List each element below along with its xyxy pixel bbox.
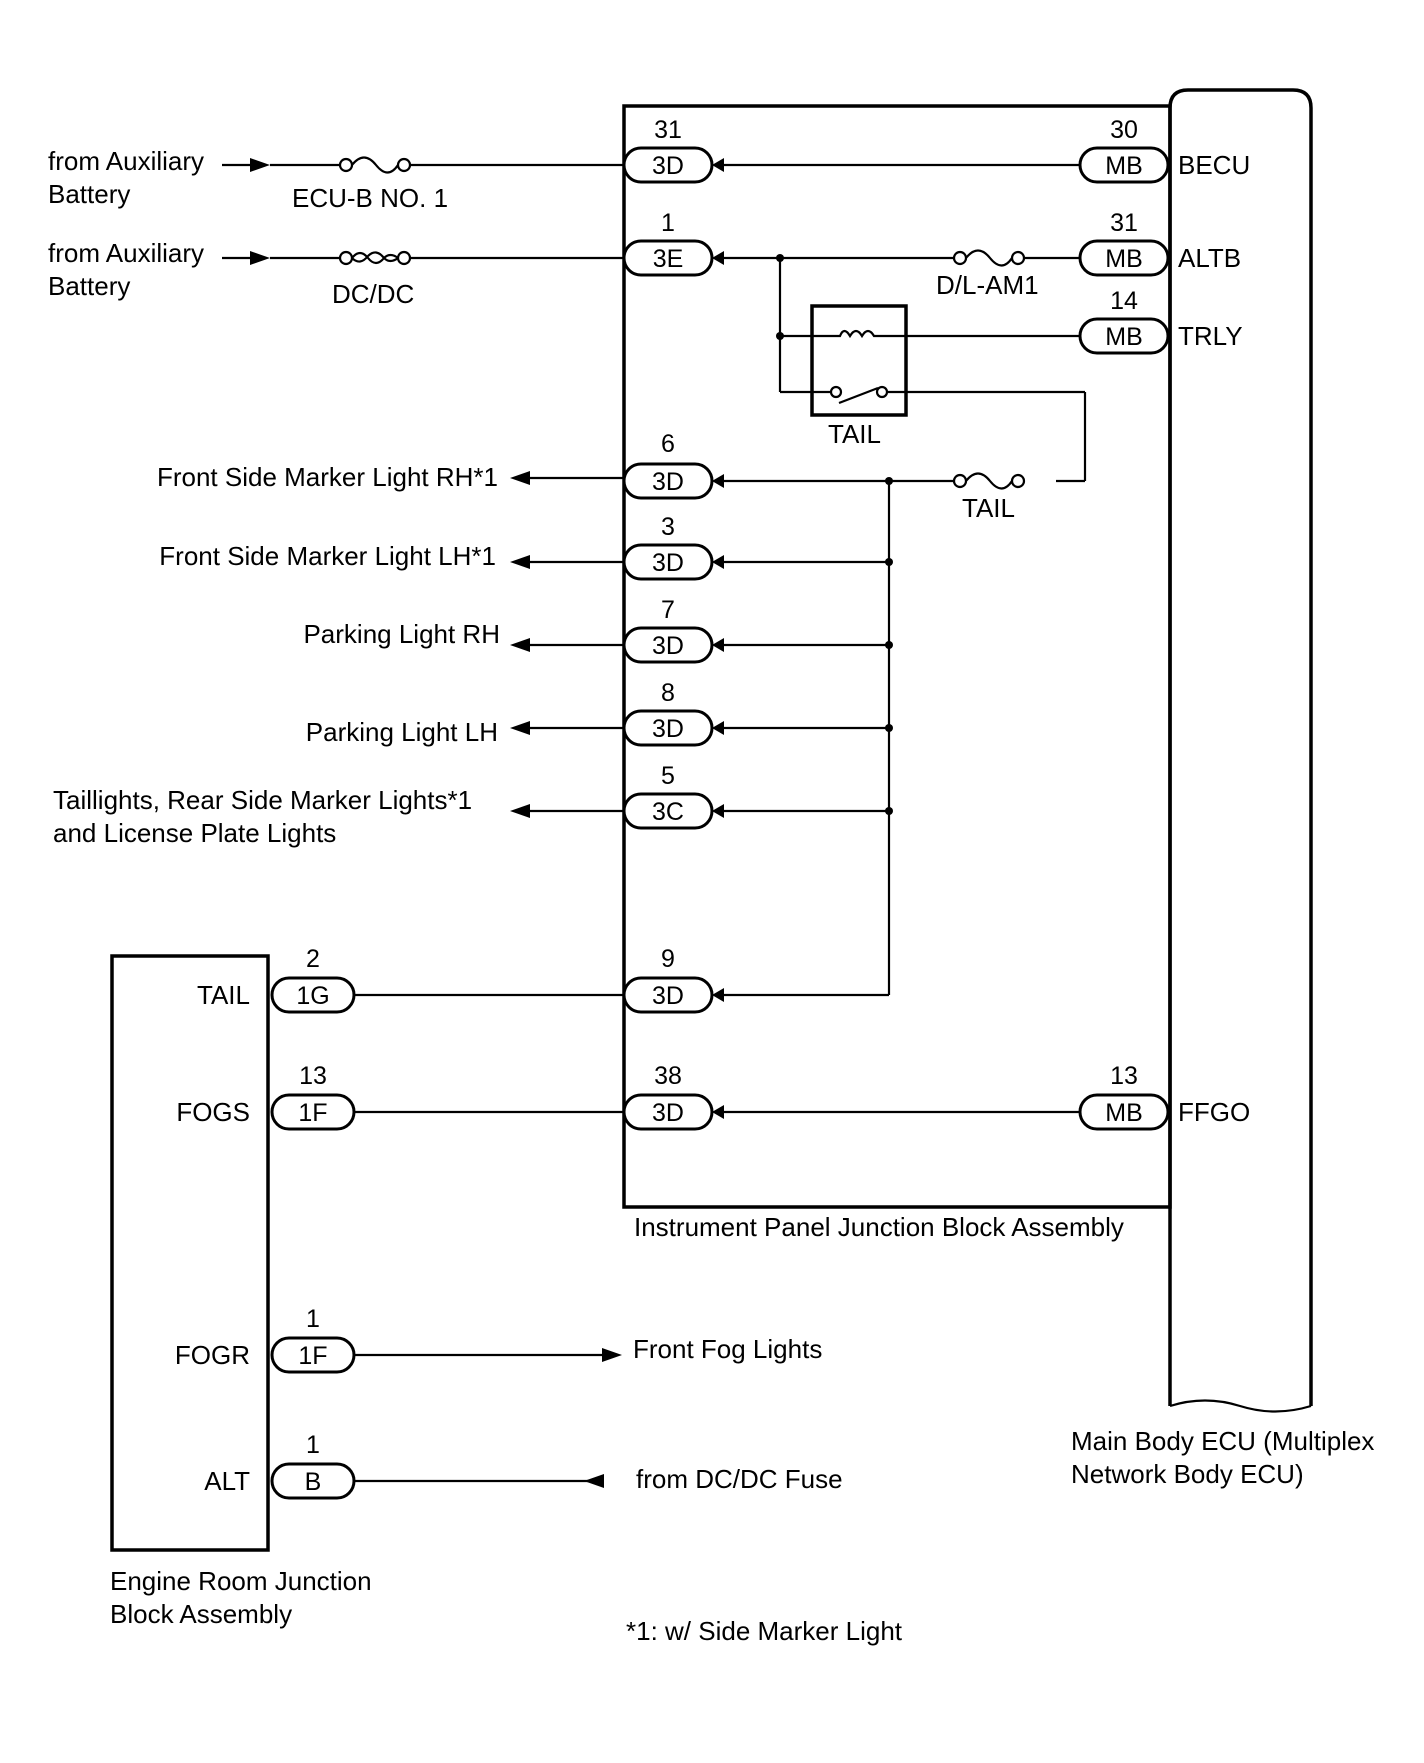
pin-number: 1 [661,209,675,237]
connector-code: 1F [298,1342,327,1370]
source-aux1-line1: from Auxiliary [48,146,204,176]
pin-number: 31 [654,116,682,144]
signal-label: ALT [204,1466,250,1496]
pin-number: 13 [1110,1062,1138,1090]
footnote: *1: w/ Side Marker Light [626,1616,903,1646]
ecu-connector-altb: 31 MB ALTB [1078,209,1241,277]
pin-number: 14 [1110,287,1138,315]
ecu-block-break [1169,1399,1312,1413]
ecu-block-label-line1: Main Body ECU (Multiplex [1071,1426,1374,1456]
output-fsm-lh: Front Side Marker Light LH*1 [159,541,496,571]
pin-number: 9 [661,945,675,973]
connector-code: 3D [652,1099,684,1127]
ipjb-connector-6-3d: 6 3D [622,430,724,500]
relay-tail-label: TAIL [828,419,881,449]
ipjb-connector-8-3d: 8 3D [622,679,724,747]
connector-code: 3D [652,715,684,743]
signal-label: ALTB [1178,243,1241,273]
connector-code: MB [1105,1099,1143,1127]
connector-code: 3D [652,152,684,180]
fuse-tail-label: TAIL [962,493,1015,523]
connector-code: MB [1105,152,1143,180]
output-park-rh: Parking Light RH [303,619,500,649]
pin-number: 6 [661,430,675,458]
fuse-dlam1-symbol [952,249,1026,267]
output-tail-line1: Taillights, Rear Side Marker Lights*1 [53,785,472,815]
pin-number: 8 [661,679,675,707]
fuse-dcdc-symbol [338,250,412,266]
ipjb-connector-38-3d: 38 3D [622,1062,724,1131]
connector-code: 3D [652,468,684,496]
wires [222,158,1087,1488]
pin-number: 1 [306,1431,320,1459]
ext-front-fog: Front Fog Lights [633,1334,822,1364]
output-fsm-rh: Front Side Marker Light RH*1 [157,462,498,492]
connector-code: MB [1105,323,1143,351]
output-park-lh: Parking Light LH [306,717,498,747]
junction-dots [776,254,893,815]
pin-number: 13 [299,1062,327,1090]
ipjb-connector-31-3d: 31 3D [622,116,724,184]
ecu-connector-becu: 30 MB BECU [1078,116,1250,184]
pin-number: 31 [1110,209,1138,237]
pin-number: 7 [661,596,675,624]
ipjb-connector-3-3d: 3 3D [622,513,724,581]
source-aux2-line2: Battery [48,271,130,301]
signal-label: TAIL [197,980,250,1010]
fuse-ecub-symbol [338,156,412,174]
output-tail-line2: and License Plate Lights [53,818,336,848]
erjb-connector-alt: ALT 1 B [204,1431,356,1500]
connector-code: 3E [653,245,684,273]
erjb-connector-tail: TAIL 2 1G [197,945,356,1014]
ipjb-connector-1-3e: 1 3E [622,209,724,277]
signal-label: FFGO [1178,1097,1250,1127]
ext-dcdc-fuse: from DC/DC Fuse [636,1464,843,1494]
ecu-connector-trly: 14 MB TRLY [1078,287,1243,355]
erjb-block-label-line2: Block Assembly [110,1599,292,1629]
fuse-tail-symbol [952,472,1026,490]
fuse-dlam1-label: D/L-AM1 [936,270,1039,300]
signal-label: FOGR [175,1340,250,1370]
erjb-block [110,954,270,1552]
connector-code: 3C [652,798,684,826]
signal-label: TRLY [1178,321,1243,351]
pin-number: 38 [654,1062,682,1090]
erjb-connector-fogr: FOGR 1 1F [175,1305,356,1374]
connector-code: 3D [652,632,684,660]
ipjb-block-label: Instrument Panel Junction Block Assembly [634,1212,1124,1242]
connector-code: MB [1105,245,1143,273]
connector-code: B [305,1468,322,1496]
connector-code: 1G [296,982,329,1010]
source-aux2-line1: from Auxiliary [48,238,204,268]
fuse-dcdc-label: DC/DC [332,279,414,309]
tail-relay [810,304,908,417]
erjb-block-label-line1: Engine Room Junction [110,1566,372,1596]
pin-number: 2 [306,945,320,973]
connector-code: 3D [652,982,684,1010]
connector-code: 3D [652,549,684,577]
fuse-ecub-label: ECU-B NO. 1 [292,183,448,213]
ecu-block-label-line2: Network Body ECU) [1071,1459,1304,1489]
pin-number: 30 [1110,116,1138,144]
pin-number: 1 [306,1305,320,1333]
ipjb-connector-9-3d: 9 3D [622,945,724,1014]
signal-label: FOGS [176,1097,250,1127]
pin-number: 3 [661,513,675,541]
ipjb-connector-5-3c: 5 3C [622,762,724,830]
signal-label: BECU [1178,150,1250,180]
connector-code: 1F [298,1099,327,1127]
ecu-block [1168,88,1313,1406]
ecu-connector-ffgo: 13 MB FFGO [1078,1062,1250,1131]
erjb-connector-fogs: FOGS 13 1F [176,1062,356,1131]
pin-number: 5 [661,762,675,790]
ipjb-connector-7-3d: 7 3D [622,596,724,664]
source-aux1-line2: Battery [48,179,130,209]
